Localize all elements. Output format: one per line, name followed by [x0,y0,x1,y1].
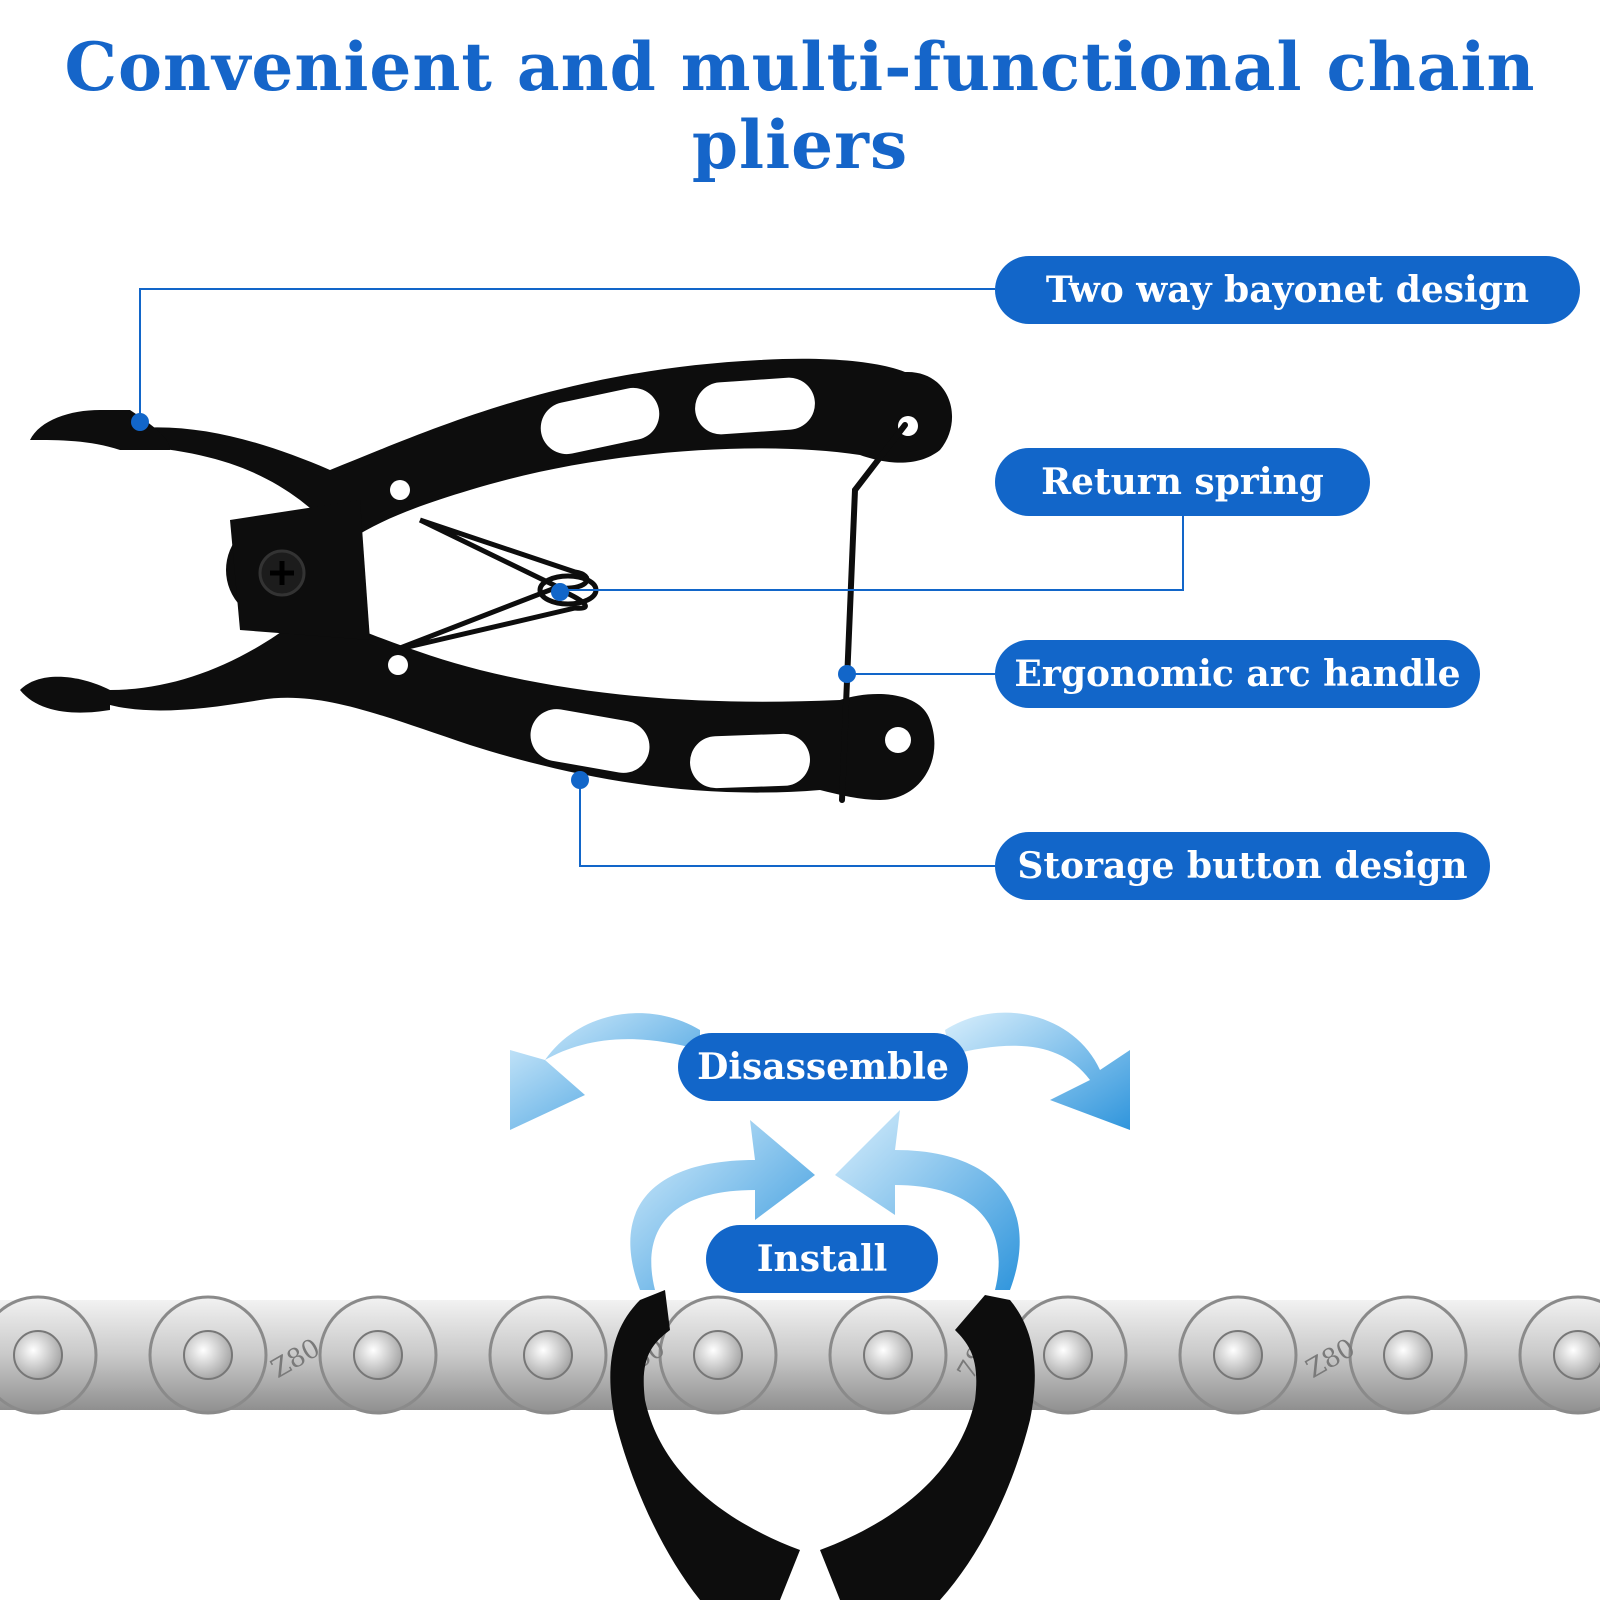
upper-jaw [30,410,170,450]
callout-storage: Storage button design [995,832,1490,900]
handle-slots [388,377,918,789]
arrow-left-in-icon [630,1120,815,1290]
disassemble-arrows [510,1012,1130,1130]
callout-bayonet: Two way bayonet design [995,256,1580,324]
callout-spring: Return spring [995,448,1370,516]
page-title: Convenient and multi-functional chain pl… [64,28,1536,184]
callout-lines [139,288,1184,867]
arrow-right-out-icon [945,1012,1130,1130]
install-label: Install [706,1225,938,1293]
lower-handle [110,610,935,800]
lower-jaw [20,676,110,713]
disassemble-label: Disassemble [678,1033,968,1101]
chain-pliers-tool [20,358,953,800]
arrow-right-in-icon [835,1110,1020,1290]
pivot-screw [258,549,306,597]
arrow-left-out-icon [510,1013,700,1130]
bicycle-chain: Z80 Z80 780 Z80 [0,1295,1600,1415]
callout-handle: Ergonomic arc handle [995,640,1480,708]
storage-wire [839,422,908,803]
return-spring [394,517,599,653]
install-arrows [630,1110,1020,1290]
callout-dots [131,413,856,789]
pliers-on-chain [610,1290,1035,1600]
upper-handle [120,358,953,540]
